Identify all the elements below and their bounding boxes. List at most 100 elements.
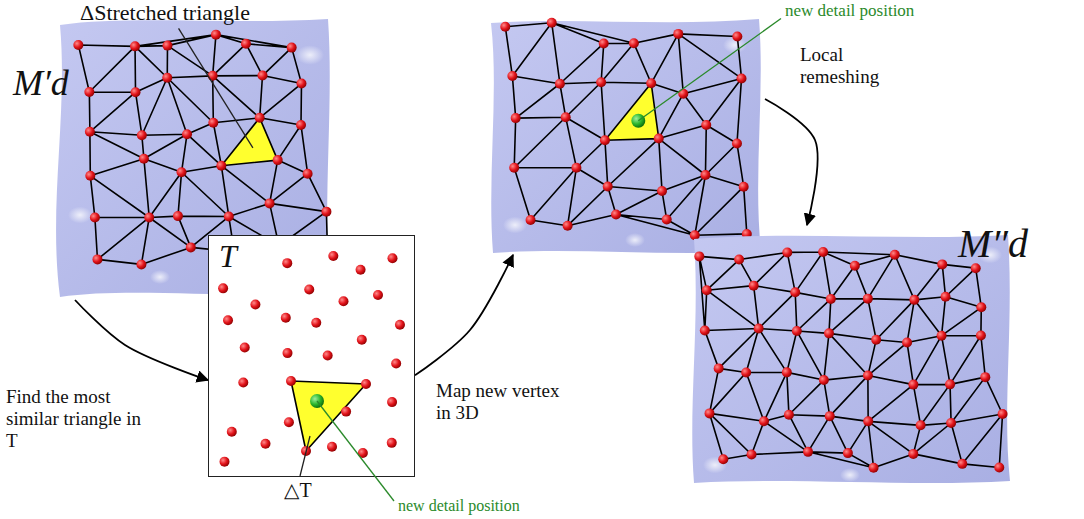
vertex <box>700 170 710 180</box>
vertex <box>507 71 517 81</box>
vertex <box>662 215 672 225</box>
sample-point <box>387 253 397 263</box>
sample-point <box>387 438 397 448</box>
vertex <box>211 30 221 40</box>
vertex <box>902 338 912 348</box>
vertex <box>673 29 683 39</box>
flow-arrow <box>415 255 513 375</box>
vertex <box>657 186 667 196</box>
mesh-edges <box>699 252 1002 468</box>
vertex <box>754 324 764 334</box>
vertex <box>208 118 218 128</box>
vertex <box>701 120 711 130</box>
leader-line <box>179 28 253 148</box>
vertex <box>957 459 967 469</box>
vertex <box>718 454 728 464</box>
vertex <box>555 79 565 89</box>
vertex <box>908 380 918 390</box>
sample-point <box>391 359 401 369</box>
vertex <box>732 32 742 42</box>
vertex <box>296 79 306 89</box>
vertex <box>500 22 510 32</box>
callout-label: new detail position <box>785 1 914 21</box>
sample-point <box>338 296 348 306</box>
vertex <box>137 130 147 140</box>
mesh-edges <box>505 23 747 235</box>
vertex <box>941 292 951 302</box>
vertex <box>739 182 749 192</box>
sample-point <box>373 290 383 300</box>
vertex <box>654 134 664 144</box>
vertex <box>162 73 172 83</box>
sample-box: T <box>208 235 415 477</box>
vertex <box>92 254 102 264</box>
vertex <box>803 447 813 457</box>
sample-point <box>227 427 237 437</box>
leader-line <box>300 436 310 476</box>
vertex <box>784 410 794 420</box>
vertex <box>162 41 172 51</box>
sample-point <box>281 313 291 323</box>
edge-label: Find the most similar triangle in T <box>6 386 156 452</box>
sample-point <box>218 283 228 293</box>
vertex <box>596 77 606 87</box>
vertex <box>599 38 609 48</box>
vertex <box>976 330 986 340</box>
vertex <box>600 135 610 145</box>
edge-label: Map new vertex in 3D <box>436 380 571 424</box>
vertex <box>998 409 1008 419</box>
sample-point <box>261 439 271 449</box>
sample-point <box>250 299 260 309</box>
triangle-label: ΔStretched triangle <box>80 0 250 25</box>
leader-line <box>317 401 394 501</box>
vertex <box>130 41 140 51</box>
flow-arrow <box>765 99 818 225</box>
mesh-vertices <box>694 247 1007 473</box>
sample-point <box>304 284 314 294</box>
sample-point <box>284 417 294 427</box>
vertex <box>131 87 141 97</box>
vertex <box>747 449 757 459</box>
mesh-vertices <box>500 18 752 240</box>
vertex <box>863 294 873 304</box>
vertex <box>629 38 639 48</box>
vertex <box>937 259 947 269</box>
panel-label: M′d <box>13 63 69 104</box>
sample-point <box>356 265 366 275</box>
vertex <box>611 209 621 219</box>
vertex <box>173 211 183 221</box>
vertex <box>216 161 226 171</box>
vertex <box>916 420 926 430</box>
vertex <box>526 215 536 225</box>
vertex <box>224 212 234 222</box>
illustration <box>209 236 416 478</box>
vertex <box>265 198 275 208</box>
vertex <box>790 287 800 297</box>
vertex <box>863 416 873 426</box>
vertex <box>759 416 769 426</box>
vertex <box>792 326 802 336</box>
mesh-panel: M″d <box>690 225 1080 487</box>
sample-points <box>218 251 405 467</box>
panel-label: T <box>219 238 237 275</box>
vertex <box>890 250 900 260</box>
vertex <box>741 367 751 377</box>
vertex <box>85 171 95 181</box>
surface <box>491 19 761 253</box>
vertex <box>139 154 149 164</box>
triangle-label: △T <box>284 479 312 502</box>
mesh-panel: new detail position <box>485 15 765 255</box>
surface-bump <box>150 270 170 284</box>
illustration <box>485 15 765 255</box>
sample-point <box>323 350 333 360</box>
vertex <box>702 285 712 295</box>
vertex <box>700 326 710 336</box>
vertex <box>296 120 306 130</box>
vertex <box>869 463 879 473</box>
sample-point <box>327 442 337 452</box>
vertex <box>825 411 835 421</box>
panel-label: M″d <box>958 221 1028 267</box>
surface-bump <box>503 217 527 234</box>
sample-point <box>387 397 397 407</box>
